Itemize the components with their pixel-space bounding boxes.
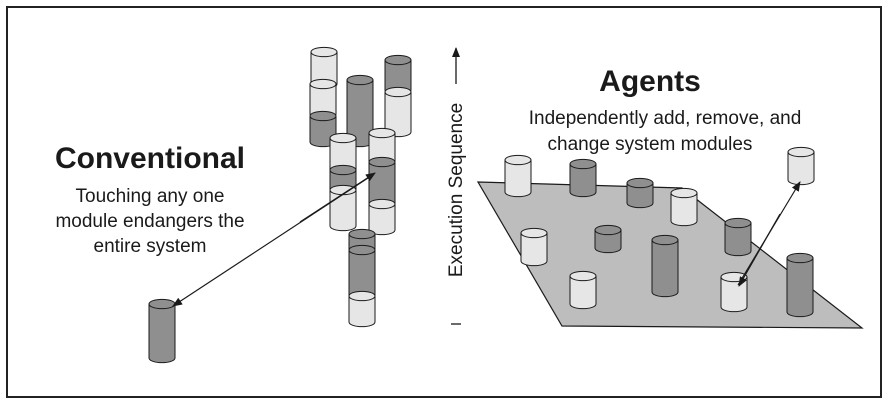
conventional-connection-arrow-back	[299, 172, 376, 223]
agents-connection-arrow-back	[738, 213, 781, 287]
module-cylinder	[786, 252, 814, 318]
agents-description-line-1: Independently add, remove, and	[529, 108, 802, 129]
module-cylinder	[569, 270, 597, 310]
module-cylinder	[309, 78, 337, 120]
module-cylinder	[651, 234, 679, 298]
module-cylinder	[724, 217, 752, 257]
agent-modules	[504, 146, 815, 318]
module-cylinder	[329, 184, 357, 232]
execution-axis-label: Execution Sequence	[446, 103, 467, 277]
module-cylinder	[346, 74, 374, 148]
module-cylinder	[569, 158, 597, 198]
module-cylinder	[384, 54, 412, 96]
module-cylinder	[787, 146, 815, 186]
agents-description-line-2: change system modules	[548, 134, 753, 155]
conventional-title: Conventional	[55, 142, 245, 175]
agents-title: Agents	[599, 65, 701, 98]
module-cylinder	[368, 198, 396, 236]
module-cylinder	[670, 187, 698, 227]
conventional-description-line-3: entire system	[94, 236, 207, 257]
module-cylinder	[626, 177, 654, 209]
module-cylinder	[384, 86, 412, 138]
module-cylinder	[520, 227, 548, 267]
conventional-module-stack	[148, 46, 412, 364]
module-cylinder	[348, 290, 376, 328]
conventional-description-line-1: Touching any one	[76, 186, 225, 207]
module-cylinder	[348, 244, 376, 302]
module-cylinder	[148, 298, 176, 364]
conventional-description-line-2: module endangers the	[55, 211, 244, 232]
module-cylinder	[594, 224, 622, 254]
module-cylinder	[504, 154, 532, 198]
